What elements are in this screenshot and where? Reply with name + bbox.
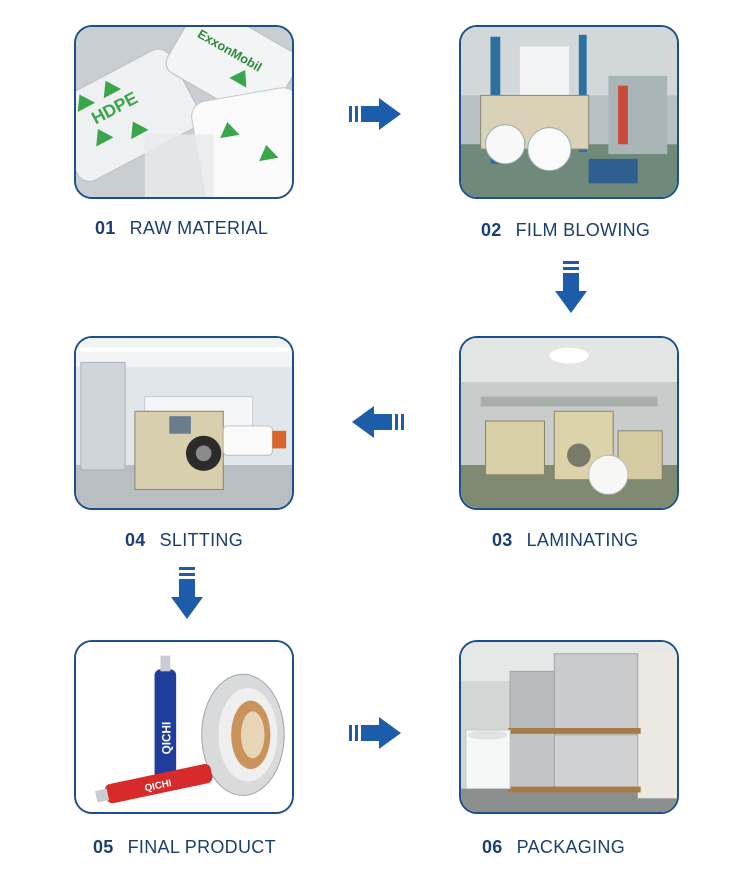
step-06-image-packaging xyxy=(459,640,679,814)
arrow-right-icon xyxy=(349,98,401,130)
step-01-title: RAW MATERIAL xyxy=(129,218,269,238)
step-01-image-raw-material: HDPE ExxonMobil xyxy=(74,25,294,199)
step-06-number: 06 xyxy=(482,837,503,857)
step-04-image-slitting xyxy=(74,336,294,510)
arrow-down-icon xyxy=(555,261,587,313)
step-03-title: LAMINATING xyxy=(526,530,639,550)
step-02-label: 02 FILM BLOWING xyxy=(481,218,650,242)
step-04-label: 04 SLITTING xyxy=(125,528,243,552)
arrow-left-icon xyxy=(352,406,404,438)
blue-tube-text: QICHI xyxy=(160,722,173,755)
step-02-number: 02 xyxy=(481,220,502,240)
step-06-label: 06 PACKAGING xyxy=(482,835,625,859)
arrow-down-icon xyxy=(171,567,203,619)
step-03-image-laminating xyxy=(459,336,679,510)
step-06-title: PACKAGING xyxy=(516,837,626,857)
step-04-number: 04 xyxy=(125,530,146,550)
step-03-label: 03 LAMINATING xyxy=(492,528,638,552)
step-05-label: 05 FINAL PRODUCT xyxy=(93,835,276,859)
step-05-title: FINAL PRODUCT xyxy=(127,837,276,857)
arrow-right-icon xyxy=(349,717,401,749)
step-02-image-film-blowing xyxy=(459,25,679,199)
step-05-image-final-product: QICHI QICHI xyxy=(74,640,294,814)
step-01-label: 01 RAW MATERIAL xyxy=(95,216,268,240)
step-01-number: 01 xyxy=(95,218,116,238)
step-05-number: 05 xyxy=(93,837,114,857)
step-03-number: 03 xyxy=(492,530,513,550)
step-04-title: SLITTING xyxy=(159,530,244,550)
step-02-title: FILM BLOWING xyxy=(515,220,651,240)
